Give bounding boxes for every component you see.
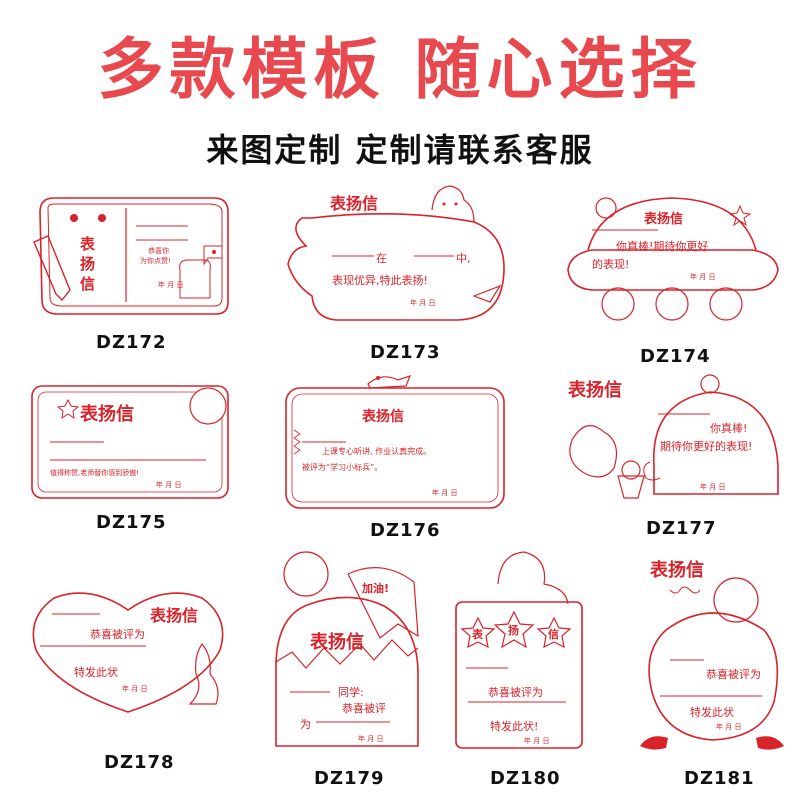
dz179-wei: 为 (300, 718, 311, 731)
dz172-line1: 恭喜你 (148, 247, 169, 255)
dz174-title: 表扬信 (644, 212, 684, 227)
code-dz179: DZ179 (314, 768, 385, 789)
dz176-line2: 被评为“学习小标兵”。 (302, 463, 383, 472)
dz174-line1: 你真棒!期待你更好 (616, 240, 709, 253)
dz176-line1: 上课专心听讲, 作业认真完成。 (322, 447, 432, 456)
dz174-frame (567, 197, 779, 321)
dz178-title: 表扬信 (150, 606, 199, 625)
template-dz176[interactable]: 表扬信 上课专心听讲, 作业认真完成。 被评为“学习小标兵”。 年 月 日 (282, 370, 510, 512)
dz180-title-char-3: 信 (548, 628, 559, 641)
dz180-title-char-1: 表 (472, 628, 483, 641)
dz177-frame (569, 374, 779, 499)
dz180-title-char-2: 扬 (508, 624, 519, 637)
dz181-frame (640, 577, 784, 750)
dz177-date: 年 月 日 (700, 483, 726, 491)
dz175-frame (31, 385, 229, 499)
dz176-frame (285, 375, 505, 509)
dz178-line2: 特发此状 (74, 666, 118, 679)
dz178-line1: 恭喜被评为 (90, 628, 145, 641)
dz173-zhong: 中, (456, 252, 471, 265)
dz173-frame (287, 185, 505, 321)
dz176-title: 表扬信 (362, 409, 404, 425)
dz179-date: 年 月 日 (358, 735, 384, 743)
dz180-date: 年 月 日 (524, 737, 550, 745)
code-dz175: DZ175 (96, 512, 167, 533)
dz179-cheer: 加油! (362, 582, 390, 595)
dz179-title: 表扬信 (310, 632, 364, 653)
dz177-title: 表扬信 (568, 380, 622, 401)
template-dz172[interactable]: 表扬信 恭喜你 为你点赞! 年 月 日 (28, 190, 238, 320)
template-dz177[interactable]: 表扬信 你真棒! 期待你更好的表现! 年 月 日 (560, 372, 786, 506)
headline: 多款模板 随心选择 (97, 31, 703, 108)
template-dz180[interactable]: 表 扬 信 恭喜被评为 特发此状! 年 月 日 (448, 544, 590, 758)
dz181-title: 表扬信 (650, 560, 704, 581)
dz175-line: 值得称赞,老师替你感到骄傲! (50, 469, 140, 477)
dz179-line1: 同学: (338, 686, 364, 699)
dz180-line2: 特发此状! (490, 720, 539, 733)
dz181-line2: 特发此状 (690, 706, 734, 719)
code-dz177: DZ177 (646, 518, 717, 539)
subline: 来图定制 定制请联系客服 (206, 131, 594, 169)
template-dz173[interactable]: 表扬信 在 中, 表现优异,特此表扬! 年 月 日 (278, 178, 518, 328)
dz179-line2: 恭喜被评 (342, 702, 386, 715)
code-dz172: DZ172 (96, 332, 167, 353)
template-dz174[interactable]: 表扬信 你真棒!期待你更好 的表现! 年 月 日 (562, 186, 784, 326)
dz173-date: 年 月 日 (410, 299, 436, 307)
dz173-zai: 在 (376, 252, 387, 265)
dz174-line2: 的表现! (592, 258, 630, 271)
code-dz174: DZ174 (640, 346, 711, 367)
dz175-title: 表扬信 (80, 404, 134, 425)
dz172-frame (33, 197, 229, 315)
dz178-date: 年 月 日 (122, 685, 148, 693)
dz179-frame (275, 551, 419, 747)
dz181-line1: 恭喜被评为 (706, 668, 761, 681)
dz172-title: 表扬信 (80, 235, 96, 293)
code-dz180: DZ180 (490, 768, 561, 789)
dz174-date: 年 月 日 (690, 273, 716, 281)
dz172-line2: 为你点赞! (140, 257, 171, 265)
dz180-line1: 恭喜被评为 (488, 686, 543, 699)
template-dz175[interactable]: 表扬信 值得称赞,老师替你感到骄傲! 年 月 日 (28, 380, 238, 504)
code-dz173: DZ173 (370, 342, 441, 363)
code-dz178: DZ178 (104, 752, 175, 773)
dz177-line1: 你真棒! (710, 422, 748, 435)
dz177-line2: 期待你更好的表现! (660, 440, 753, 453)
template-dz178[interactable]: 表扬信 恭喜被评为 特发此状 年 月 日 (26, 584, 232, 718)
dz180-frame (455, 551, 583, 749)
code-dz176: DZ176 (370, 520, 441, 541)
template-dz181[interactable]: 表扬信 恭喜被评为 特发此状 年 月 日 (636, 542, 788, 762)
dz173-title: 表扬信 (330, 194, 379, 213)
dz176-date: 年 月 日 (432, 489, 458, 497)
dz181-date: 年 月 日 (716, 723, 742, 731)
template-dz179[interactable]: 加油! 表扬信 同学: 恭喜被评 为 年 月 日 (270, 544, 424, 758)
dz172-date: 年 月 日 (158, 281, 184, 289)
dz173-line2: 表现优异,特此表扬! (332, 274, 428, 287)
dz175-date: 年 月 日 (156, 481, 182, 489)
dz178-frame (32, 592, 224, 713)
code-dz181: DZ181 (684, 768, 755, 789)
